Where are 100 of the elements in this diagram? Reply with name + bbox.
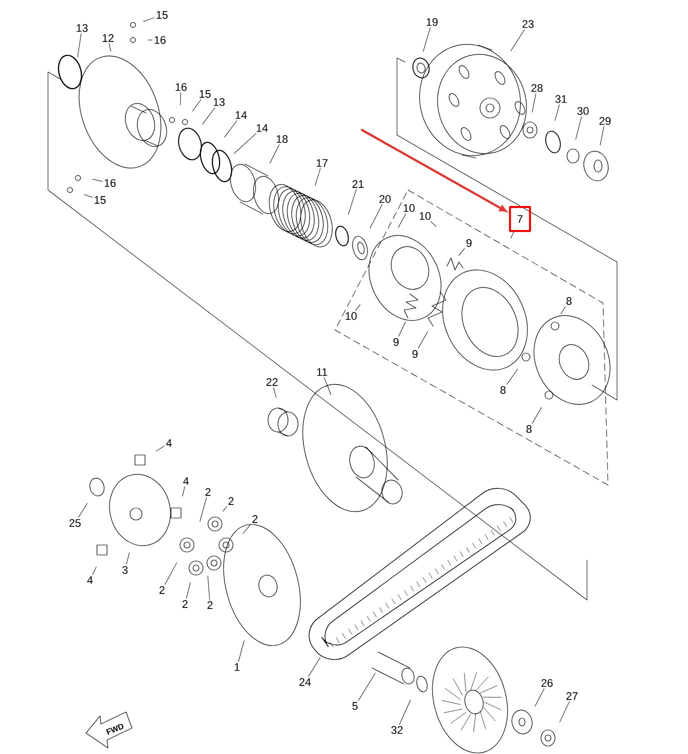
leader-line	[186, 582, 191, 599]
callout-number: 16	[176, 83, 187, 91]
leader-line	[200, 497, 207, 522]
leader-line	[418, 331, 428, 349]
callout-number: 9	[412, 350, 418, 358]
leader-line	[308, 657, 320, 677]
callout-number: 2	[252, 515, 258, 523]
callout-number: 29	[599, 117, 611, 125]
callout-number: 3	[122, 566, 128, 574]
callout-number: 2	[208, 601, 212, 609]
callout-number: 15	[156, 11, 168, 19]
leader-line	[273, 387, 276, 398]
callout-number: 12	[102, 34, 114, 42]
leader-line	[84, 194, 92, 198]
callout-number: 10	[420, 212, 431, 220]
leader-line	[534, 688, 544, 706]
leader-line	[510, 232, 514, 238]
callout-number: 10	[404, 204, 415, 212]
leader-line	[156, 446, 164, 452]
leader-line	[355, 304, 360, 311]
arrow	[360, 128, 507, 212]
leader-line	[242, 524, 251, 534]
leader-line	[192, 99, 202, 112]
callout-number: 10	[346, 312, 357, 320]
callout-number: 14	[236, 111, 247, 119]
leader-line	[238, 640, 244, 662]
callout-number: 27	[566, 692, 578, 700]
callout-number: 2	[206, 488, 210, 496]
callout-number: 4	[166, 439, 172, 447]
leader-line	[348, 189, 356, 215]
leader-line	[92, 566, 96, 575]
leader-line	[208, 576, 210, 600]
leader-line	[399, 700, 411, 725]
callout-number: 5	[352, 702, 358, 710]
leader-line	[430, 221, 436, 227]
callout-number: 18	[276, 135, 288, 143]
leader-line	[182, 486, 185, 497]
callout-number: 20	[379, 195, 391, 203]
leader-line	[92, 179, 102, 182]
leader-line	[143, 17, 154, 22]
callout-number: 1	[234, 663, 240, 671]
leader-line	[222, 506, 227, 512]
leader-line	[77, 33, 82, 58]
callout-number: 8	[500, 386, 506, 394]
callout-number: 16	[104, 179, 116, 187]
leader-line	[458, 248, 465, 256]
leader-line	[108, 43, 111, 52]
callout-number: 21	[352, 180, 364, 188]
callout-number: 8	[526, 425, 532, 433]
callout-number: 16	[154, 36, 166, 44]
callout-number: 24	[299, 678, 311, 686]
leader-line	[600, 126, 604, 146]
leader-line	[180, 92, 182, 106]
callout-number: 28	[531, 84, 543, 92]
leader-line	[126, 552, 130, 565]
callout-number: 11	[317, 368, 328, 376]
leader-line	[554, 104, 560, 121]
leader-line	[398, 322, 406, 337]
leader-line	[560, 306, 566, 314]
leader-line	[506, 368, 518, 385]
callout-number: 14	[256, 124, 268, 132]
callout-number: 2	[228, 497, 234, 505]
leader-line	[559, 701, 570, 722]
callout-number: 23	[522, 20, 534, 28]
leader-line	[324, 377, 332, 396]
callout-number: 13	[76, 24, 88, 32]
callout-number: 13	[214, 98, 225, 106]
callout-number: 25	[69, 519, 81, 527]
callout-number: 9	[393, 338, 399, 346]
leader-line	[532, 93, 536, 112]
leader-line	[358, 673, 376, 701]
leader-line	[314, 168, 321, 186]
leader-line	[370, 204, 382, 228]
callout-number: 31	[555, 95, 567, 103]
callout-number: 2	[160, 586, 164, 594]
leader-line	[510, 29, 525, 51]
callout-number: 22	[266, 378, 278, 386]
leader-line	[422, 27, 431, 52]
callout-number: 30	[577, 107, 589, 115]
callout-number: 15	[94, 196, 106, 204]
callout-number: 4	[87, 576, 93, 584]
leader-line	[202, 107, 216, 124]
callout-number: 17	[316, 159, 328, 167]
leader-line	[224, 120, 238, 138]
callout-number: 19	[426, 18, 438, 26]
highlighted-callout-number: 7	[509, 206, 531, 232]
callout-number: 26	[541, 679, 553, 687]
leader-line	[532, 407, 542, 424]
leader-line	[398, 213, 406, 228]
callout-number: 15	[200, 90, 211, 98]
callout-number: 4	[183, 477, 189, 485]
leader-line	[576, 116, 582, 140]
callout-number: 2	[182, 600, 188, 608]
callout-number: 8	[566, 297, 572, 305]
callout-number: 9	[466, 239, 472, 247]
leader-line	[270, 144, 280, 164]
callout-number: 32	[391, 726, 403, 734]
leader-line	[78, 503, 88, 518]
leader-line	[164, 562, 178, 585]
leader-line	[234, 133, 256, 154]
